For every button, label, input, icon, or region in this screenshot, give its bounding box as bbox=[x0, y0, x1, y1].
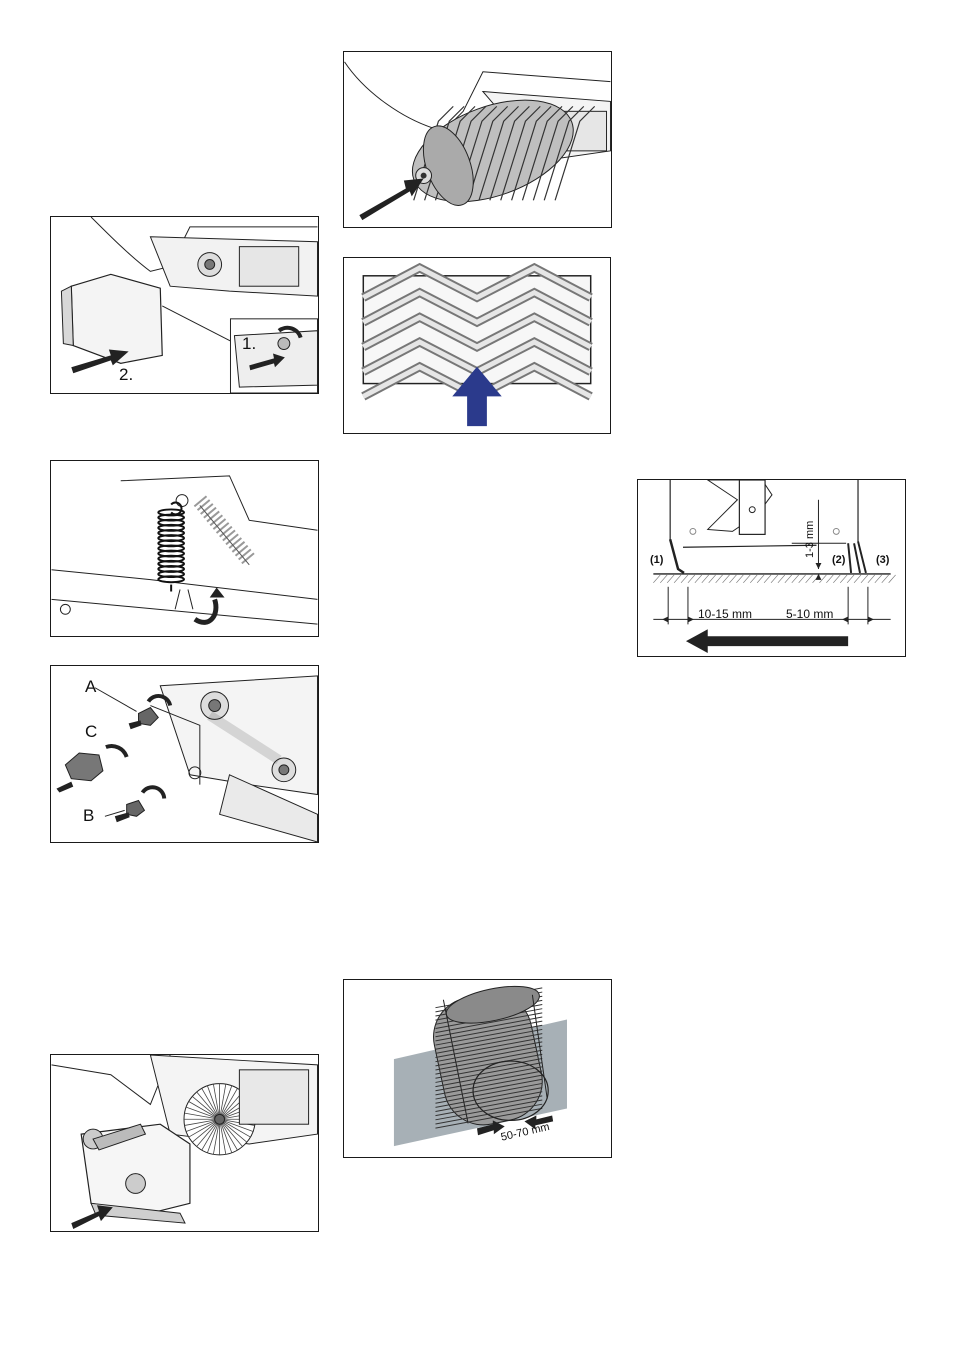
rear-distance-label: 5-10 mm bbox=[786, 608, 833, 620]
figure-plate-removal bbox=[50, 1054, 319, 1232]
flap-marker-2: (2) bbox=[832, 555, 845, 566]
knob-c-label: C bbox=[85, 723, 97, 740]
front-distance-label: 10-15 mm bbox=[698, 608, 752, 620]
spring-coils bbox=[51, 461, 318, 636]
figure-flap-adjustment: (1) (2) (3) 1-3 mm 10-15 mm 5-10 mm bbox=[637, 479, 906, 657]
flap-marker-1: (1) bbox=[650, 555, 663, 566]
flap-drawing bbox=[638, 480, 905, 656]
step-2-label: 2. bbox=[119, 366, 133, 383]
figure-cover-removal: 1. 2. bbox=[50, 216, 319, 394]
knob-a-label: A bbox=[85, 678, 96, 695]
cover-removal-drawing bbox=[51, 217, 318, 393]
figure-brush-wear: 50-70 mm bbox=[343, 979, 612, 1158]
travel-direction-arrow bbox=[686, 629, 848, 653]
figure-brush-roller-removal bbox=[343, 51, 612, 228]
brush-wear-drawing bbox=[344, 980, 611, 1157]
figure-spring bbox=[50, 460, 319, 637]
plate-removal-drawing bbox=[51, 1055, 318, 1231]
brush-roller-drawing bbox=[344, 52, 611, 227]
gap-height-label: 1-3 mm bbox=[805, 521, 816, 558]
knob-b-label: B bbox=[83, 807, 94, 824]
step-1-label: 1. bbox=[242, 335, 256, 352]
flap-marker-3: (3) bbox=[876, 555, 889, 566]
chevron-drawing bbox=[344, 258, 610, 433]
figure-knobs: A C B bbox=[50, 665, 319, 843]
figure-chevron-pattern bbox=[343, 257, 611, 434]
